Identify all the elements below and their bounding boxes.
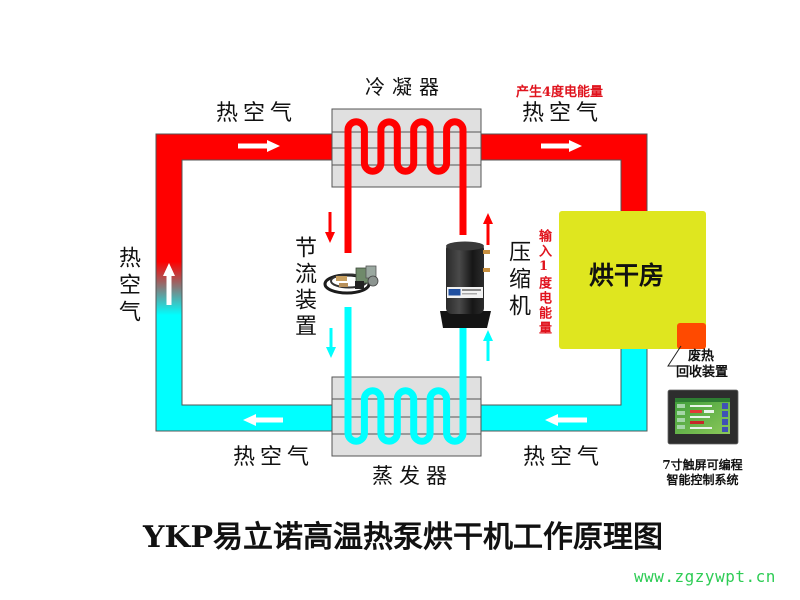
- drying-room-label: 烘干房: [589, 261, 665, 290]
- duct-outline-br-inner: [481, 349, 622, 406]
- heat-recovery-label-line2: 回收装置: [676, 365, 729, 380]
- panel-data-row: [690, 405, 712, 407]
- control-system-label-line2: 智能控制系统: [666, 473, 739, 487]
- panel-title-bar: [675, 398, 730, 402]
- heat-recovery-label-line1: 废热: [688, 349, 715, 364]
- air-duct-bottom-right: [481, 349, 647, 431]
- arrow-up-icon: [483, 330, 493, 361]
- panel-menu-button: [722, 403, 728, 409]
- compressor-label: 压缩机: [505, 240, 530, 321]
- compressor-discharge-port: [483, 250, 490, 254]
- evaporator-label: 蒸发器: [372, 464, 453, 488]
- air-duct-left-loop: [156, 134, 332, 431]
- valve-adjust-nut: [367, 275, 379, 287]
- air-label-left: 热空气: [115, 246, 140, 327]
- drying-room: [559, 211, 706, 349]
- arrow-right-icon: [541, 140, 582, 152]
- panel-menu-button: [722, 411, 728, 417]
- panel-data-row: [690, 416, 710, 418]
- panel-data-row: [690, 410, 702, 413]
- air-duct-outlines: [155, 133, 648, 432]
- compressor-base-plate: [440, 311, 491, 328]
- condenser-unit: [331, 108, 482, 253]
- air-label-bottom-right: 热空气: [523, 445, 605, 470]
- compressor-icon: [440, 241, 491, 328]
- panel-data-row: [704, 410, 714, 413]
- compressor-label-text: [462, 289, 481, 291]
- compressor-label-text: [462, 293, 477, 295]
- arrow-left-icon: [545, 414, 587, 426]
- control-system-label-line1: 7寸触屏可编程: [662, 458, 743, 472]
- arrow-up-icon: [483, 213, 493, 245]
- duct-outline-left-outer: [155, 133, 332, 432]
- duct-outline-br-outer: [481, 349, 648, 432]
- panel-data-row: [690, 427, 712, 429]
- compressor-suction-port: [483, 268, 490, 272]
- valve-connector: [355, 281, 364, 289]
- arrow-left-icon: [243, 414, 283, 426]
- compressor-body: [446, 243, 484, 314]
- condenser-coil-pipe: [344, 118, 467, 253]
- panel-data-row: [690, 421, 704, 424]
- arrow-right-icon: [238, 140, 280, 152]
- energy-input-note: 输入1度电能量: [536, 229, 551, 336]
- air-label-top-right: 热空气: [522, 101, 604, 126]
- compressor-label: [447, 287, 483, 298]
- panel-side-button: [677, 411, 685, 415]
- panel-side-button: [677, 404, 685, 408]
- valve-brass-fitting: [336, 276, 347, 281]
- condenser-label: 冷凝器: [365, 75, 446, 99]
- touchscreen-panel-icon: [667, 389, 739, 445]
- arrow-up-icon: [163, 263, 175, 305]
- panel-side-button: [677, 418, 685, 422]
- heat-recovery-device: [677, 323, 706, 349]
- arrow-down-icon: [326, 328, 336, 358]
- energy-output-note: 产生4度电能量: [516, 85, 604, 100]
- compressor-label-logo: [448, 289, 461, 296]
- panel-menu-button: [722, 427, 728, 432]
- panel-side-button: [677, 425, 685, 429]
- duct-outline-tr-inner: [481, 159, 622, 211]
- valve-brass-fitting: [339, 283, 348, 287]
- duct-outline-tr-outer: [481, 133, 648, 211]
- compressor-dome: [446, 241, 484, 251]
- panel-menu-button: [722, 419, 728, 425]
- duct-outline-left-inner: [181, 159, 332, 406]
- evaporator-coil-pipe: [344, 307, 467, 445]
- air-duct-top-right: [481, 134, 647, 211]
- heat-recovery-pointer-line: [667, 345, 690, 367]
- arrow-down-icon: [325, 212, 335, 243]
- air-label-top-left: 热空气: [216, 101, 298, 126]
- air-label-bottom-left: 热空气: [233, 445, 315, 470]
- watermark: www.zgzywpt.cn: [634, 567, 776, 586]
- expansion-valve-icon: [323, 265, 379, 295]
- throttle-device-label: 节流装置: [291, 236, 316, 340]
- evaporator-unit: [331, 307, 482, 457]
- diagram-title: YKP易立诺高温热泵烘干机工作原理图: [143, 520, 664, 555]
